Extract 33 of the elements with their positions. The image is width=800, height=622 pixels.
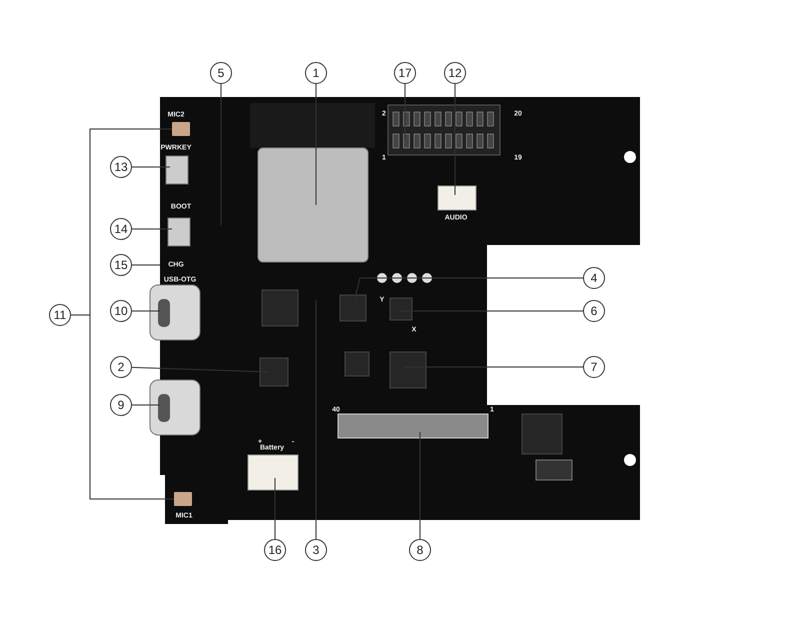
callout-number: 7 — [583, 356, 605, 378]
callout-number: 2 — [110, 356, 132, 378]
callout-number: 9 — [110, 394, 132, 416]
callout-number: 6 — [583, 300, 605, 322]
callout-number: 14 — [110, 218, 132, 240]
callout-number: 1 — [305, 62, 327, 84]
leader-line — [220, 84, 222, 226]
callout-number: 16 — [264, 539, 286, 561]
leader-line — [132, 404, 160, 406]
leader-line — [354, 278, 584, 298]
leader-line — [404, 84, 406, 140]
microphone-pad — [174, 492, 192, 506]
callout-number: 5 — [210, 62, 232, 84]
callout-number: 13 — [110, 156, 132, 178]
callout-number: 10 — [110, 300, 132, 322]
callout-number: 4 — [583, 267, 605, 289]
callout-number: 11 — [49, 304, 71, 326]
leader-line — [454, 84, 456, 196]
microphone-pad — [172, 122, 190, 136]
leader-line — [132, 310, 160, 312]
leader-line — [404, 366, 584, 368]
leader-line — [132, 166, 170, 168]
leader-line — [400, 310, 584, 312]
leader-line — [132, 228, 172, 230]
leader-line — [70, 314, 174, 500]
callout-number: 12 — [444, 62, 466, 84]
leader-line — [274, 478, 276, 540]
callout-number: 8 — [409, 539, 431, 561]
leader-line — [132, 264, 160, 266]
callout-number: 3 — [305, 539, 327, 561]
leader-line — [132, 366, 270, 372]
callout-number: 15 — [110, 254, 132, 276]
callout-number: 17 — [394, 62, 416, 84]
